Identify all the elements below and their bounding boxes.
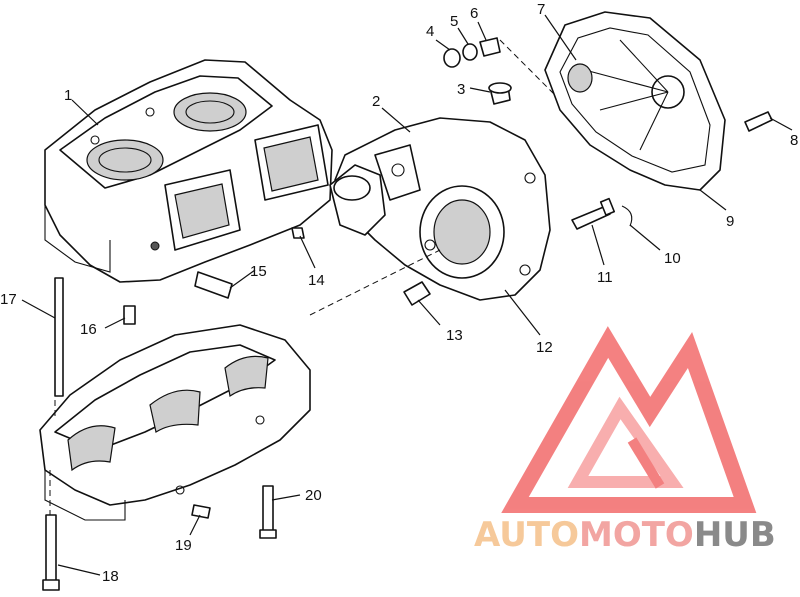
callout-6: 6 [470,5,478,22]
callout-19: 19 [175,537,192,554]
alignment-lines [49,39,556,515]
stator-housing [329,117,551,301]
lower-crankcase [39,324,311,521]
callout-18: 18 [102,568,119,585]
watermark-moto: MOTO [579,515,694,555]
callout-16: 16 [80,321,97,338]
watermark-logo [501,326,757,513]
callout-8: 8 [790,132,798,149]
callout-4: 4 [426,23,434,40]
callout-3: 3 [457,81,465,98]
callout-20: 20 [305,487,322,504]
callout-14: 14 [308,272,325,289]
svg-text:AUTOMOTOHUB: AUTOMOTOHUB [474,515,776,555]
callout-15: 15 [250,263,267,280]
hardware-parts [42,37,773,591]
callout-1: 1 [64,87,72,104]
callout-12: 12 [536,339,553,356]
callout-5: 5 [450,13,458,30]
callout-numbers: 1 2 3 4 5 6 7 8 9 10 11 12 13 14 15 16 1… [0,1,798,585]
callout-17: 17 [0,291,17,308]
callout-11: 11 [597,269,613,286]
watermark-auto: AUTO [474,515,579,555]
callout-10: 10 [664,250,681,267]
leader-lines [21,14,793,576]
callout-2: 2 [372,93,380,110]
callout-9: 9 [726,213,734,230]
watermark-wordmark: AUTOMOTOHUB [474,515,776,555]
watermark-hub: HUB [694,515,776,555]
callout-7: 7 [537,1,545,18]
upper-crankcase [44,59,333,283]
end-cover [544,11,726,191]
callout-13: 13 [446,327,463,344]
